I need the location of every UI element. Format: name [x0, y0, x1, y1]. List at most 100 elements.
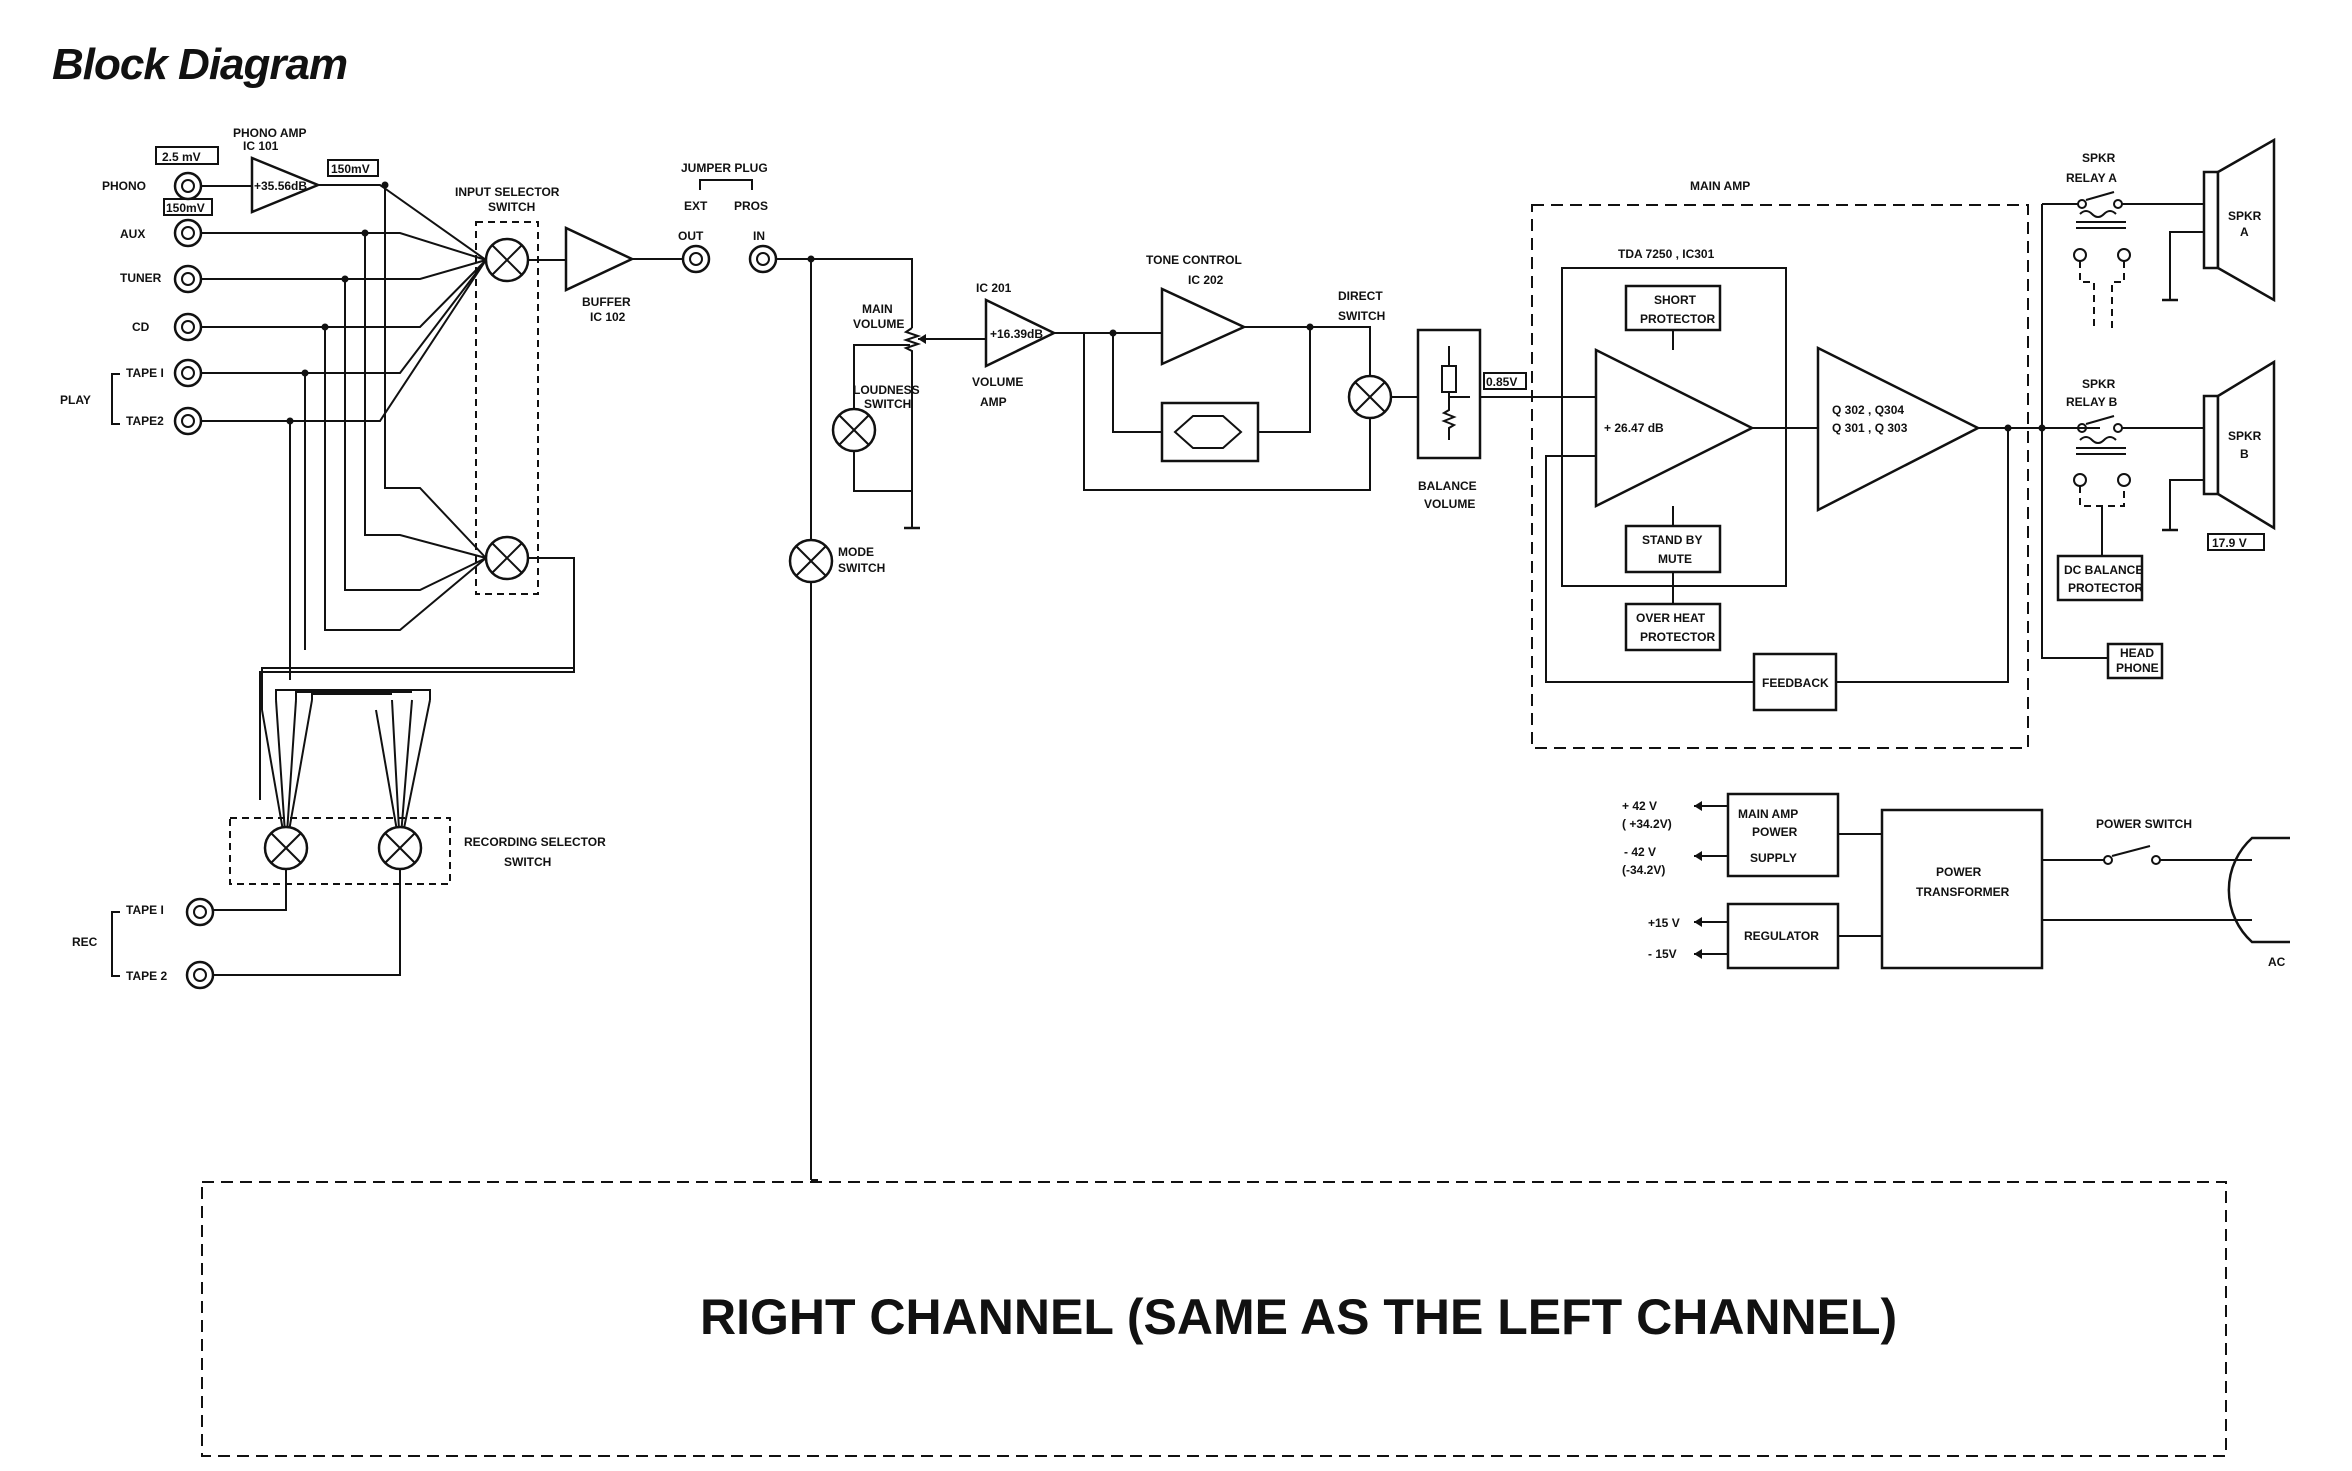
jumper-out-label: OUT [678, 229, 704, 243]
dc-balance-protector-label: PROTECTOR [2068, 581, 2143, 595]
jumper-plug-label: JUMPER PLUG [681, 161, 768, 175]
headphone-box [2106, 642, 2164, 680]
minus15-label: - 15V [1648, 947, 1677, 961]
phono-jack-icon [173, 171, 203, 201]
main-amp-label: MAIN AMP [1690, 179, 1750, 193]
mode-switch-label-2: SWITCH [838, 561, 885, 575]
phono-amp-gain: +35.56dB [254, 179, 307, 193]
rec-tape1-jack-icon [185, 897, 215, 927]
over-heat-label: OVER HEAT [1636, 611, 1706, 625]
jumper-out-jack-icon [681, 244, 711, 274]
rec-tape1-label: TAPE I [126, 903, 164, 917]
balance-label: BALANCE [1418, 479, 1477, 493]
jumper-ext-label: EXT [684, 199, 708, 213]
main-amp-power-supply-box [1726, 792, 1840, 878]
tape2-play-jack-icon [173, 406, 203, 436]
phono-amp-ic: IC 101 [243, 139, 279, 153]
mode-switch-label: MODE [838, 545, 874, 559]
short-protector-label-2: PROTECTOR [1640, 312, 1715, 326]
phono-level-box [155, 146, 219, 165]
loudness-label: LOUDNESS [853, 383, 920, 397]
recording-switch-1-icon [263, 825, 309, 871]
loudness-switch-icon [831, 407, 877, 453]
input-selector-frame [475, 221, 539, 595]
speaker-level: 17.9 V [2212, 536, 2247, 550]
supply-label-2: POWER [1752, 825, 1798, 839]
tuner-label: TUNER [120, 271, 162, 285]
power-switch-icon [2111, 845, 2151, 857]
over-heat-protector-box [1624, 602, 1722, 652]
cd-jack-icon [173, 312, 203, 342]
speaker-level-box [2207, 533, 2265, 551]
main-amp-ic: TDA 7250 , IC301 [1618, 247, 1715, 261]
balance-volume-label: VOLUME [1424, 497, 1475, 511]
aux-label: AUX [120, 227, 145, 241]
transformer-label-2: TRANSFORMER [1916, 885, 2010, 899]
dc-balance-protector-box [2056, 554, 2144, 602]
volume-amp-ic: IC 201 [976, 281, 1012, 295]
balance-level: 0.85V [1486, 375, 1517, 389]
plus15-label: +15 V [1648, 916, 1680, 930]
input-selector-label: INPUT SELECTOR [455, 185, 560, 199]
volume-amp-label-2: AMP [980, 395, 1007, 409]
tape2-play-label: TAPE2 [126, 414, 164, 428]
jumper-pros-label: PROS [734, 199, 768, 213]
transistors-label-2: Q 301 , Q 303 [1832, 421, 1908, 435]
jumper-in-label: IN [753, 229, 765, 243]
regulator-box [1726, 902, 1840, 970]
main-amp-gain-triangle [1594, 347, 1755, 509]
speaker-b-label: SPKR [2228, 429, 2262, 443]
right-channel-frame [201, 1181, 2227, 1457]
aux-jack-icon [173, 218, 203, 248]
short-protector-label: SHORT [1654, 293, 1697, 307]
short-protector-box [1624, 284, 1722, 332]
tape1-play-label: TAPE I [126, 366, 164, 380]
relay-a-coil-icon [2079, 210, 2117, 218]
tape1-play-jack-icon [173, 358, 203, 388]
cd-label: CD [132, 320, 150, 334]
direct-switch-label-2: SWITCH [1338, 309, 1385, 323]
dc-balance-label: DC BALANCE [2064, 563, 2143, 577]
rec-tape2-jack-icon [185, 960, 215, 990]
rec-label: REC [72, 935, 98, 949]
phono-amp-label: PHONO AMP [233, 126, 307, 140]
speaker-a-label: SPKR [2228, 209, 2262, 223]
tone-control-triangle [1160, 287, 1248, 366]
relay-a-label-2: RELAY A [2066, 171, 2117, 185]
power-switch-label: POWER SWITCH [2096, 817, 2192, 831]
feedback-label: FEEDBACK [1762, 676, 1829, 690]
aux-level-box [163, 198, 213, 216]
plus42-label: + 42 V [1622, 799, 1657, 813]
aux-level: 150mV [166, 201, 205, 215]
supply-label-3: SUPPLY [1750, 851, 1797, 865]
transistors-label: Q 302 , Q304 [1832, 403, 1904, 417]
tone-control-ic: IC 202 [1188, 273, 1224, 287]
main-volume-ground-icon [902, 512, 922, 530]
phono-level: 2.5 mV [162, 150, 201, 164]
volume-amp-gain: +16.39dB [990, 327, 1043, 341]
power-transformer-box [1880, 808, 2044, 970]
loudness-switch-label: SWITCH [864, 397, 911, 411]
standby-mute-box [1624, 524, 1722, 574]
main-volume-label: MAIN [862, 302, 893, 316]
speaker-b-magnet-icon [2202, 394, 2220, 496]
main-amp-gain: + 26.47 dB [1604, 421, 1664, 435]
direct-switch-icon [1347, 374, 1393, 420]
right-channel-label: RIGHT CHANNEL (SAME AS THE LEFT CHANNEL) [700, 1289, 1897, 1345]
speaker-a-magnet-icon [2202, 170, 2220, 270]
plus42-actual: ( +34.2V) [1622, 817, 1672, 831]
relay-b-label-2: RELAY B [2066, 395, 2118, 409]
standby-label: STAND BY [1642, 533, 1702, 547]
relay-b-coil-icon [2079, 436, 2117, 444]
minus42-label: - 42 V [1624, 845, 1656, 859]
play-label: PLAY [60, 393, 91, 407]
over-heat-protector-label: PROTECTOR [1640, 630, 1715, 644]
speaker-b-label-2: B [2240, 447, 2249, 461]
rec-tape2-label: TAPE 2 [126, 969, 167, 983]
recording-switch-2-icon [377, 825, 423, 871]
mute-label: MUTE [1658, 552, 1692, 566]
direct-switch-label: DIRECT [1338, 289, 1383, 303]
supply-label: MAIN AMP [1738, 807, 1798, 821]
recording-selector-switch-label: SWITCH [504, 855, 551, 869]
